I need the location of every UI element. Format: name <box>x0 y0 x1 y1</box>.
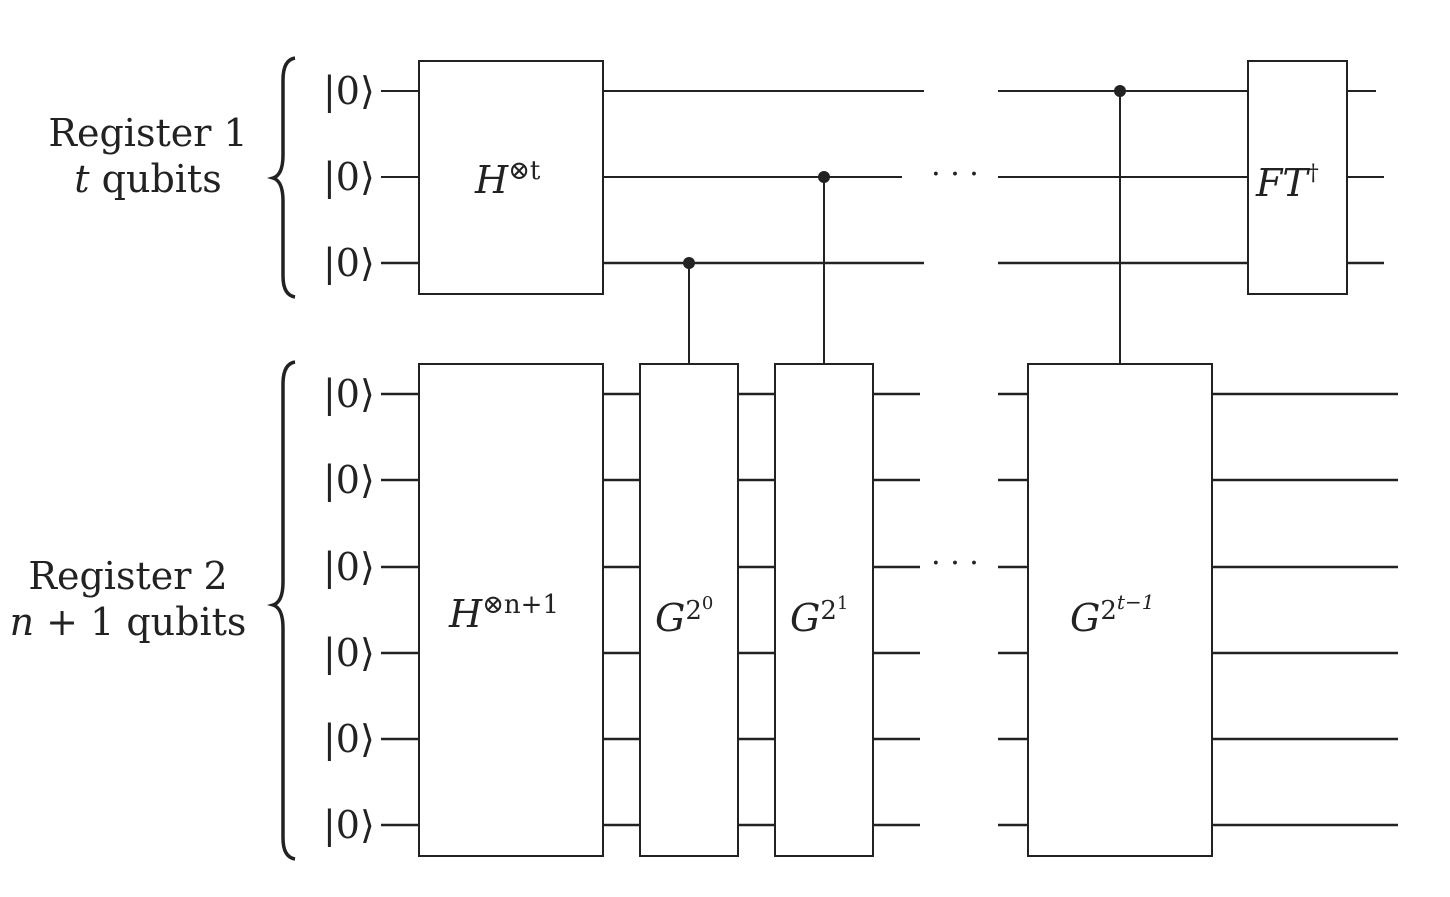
register-2-wires <box>381 392 1398 827</box>
g-power-0-gate <box>639 363 739 857</box>
inverse-fourier-transform-label: FT† <box>1255 161 1319 205</box>
initial-states: |0⟩ |0⟩ |0⟩ |0⟩ |0⟩ |0⟩ |0⟩ |0⟩ |0⟩ <box>323 69 375 847</box>
g-power-1-gate <box>774 363 874 857</box>
ket-zero: |0⟩ <box>323 372 375 416</box>
register-2-title: Register 2 <box>28 554 227 598</box>
ket-zero: |0⟩ <box>323 545 375 589</box>
hadamard-register-2-gate <box>418 363 604 857</box>
ket-zero: |0⟩ <box>323 717 375 761</box>
ket-zero: |0⟩ <box>323 631 375 675</box>
control-dot <box>1114 85 1126 97</box>
control-dot <box>683 257 695 269</box>
g-power-0-label: G20 <box>655 593 713 640</box>
control-dot <box>818 171 830 183</box>
register-1-subtitle: t qubits <box>74 157 221 201</box>
ket-zero: |0⟩ <box>323 155 375 199</box>
register-2-subtitle: n + 1 qubits <box>10 600 247 644</box>
ket-zero: |0⟩ <box>323 458 375 502</box>
g-power-t-minus-1-label: G2t−1 <box>1070 590 1154 640</box>
g-power-t-minus-1-gate <box>1027 363 1213 857</box>
register-2-brace <box>266 360 296 861</box>
hadamard-register-1-gate <box>418 60 604 295</box>
inverse-fourier-transform-gate <box>1247 60 1348 295</box>
ellipsis-register-2: · · · <box>931 546 979 581</box>
hadamard-register-1-label: H⊗t <box>474 156 541 202</box>
ellipsis-register-1: · · · <box>931 157 979 192</box>
ket-zero: |0⟩ <box>323 69 375 113</box>
g-power-1-label: G21 <box>790 593 848 640</box>
hadamard-register-2-label: H⊗n+1 <box>448 590 559 636</box>
ket-zero: |0⟩ <box>323 241 375 285</box>
register-1-brace <box>266 56 296 299</box>
ket-zero: |0⟩ <box>323 803 375 847</box>
register-1-title: Register 1 <box>48 111 247 155</box>
